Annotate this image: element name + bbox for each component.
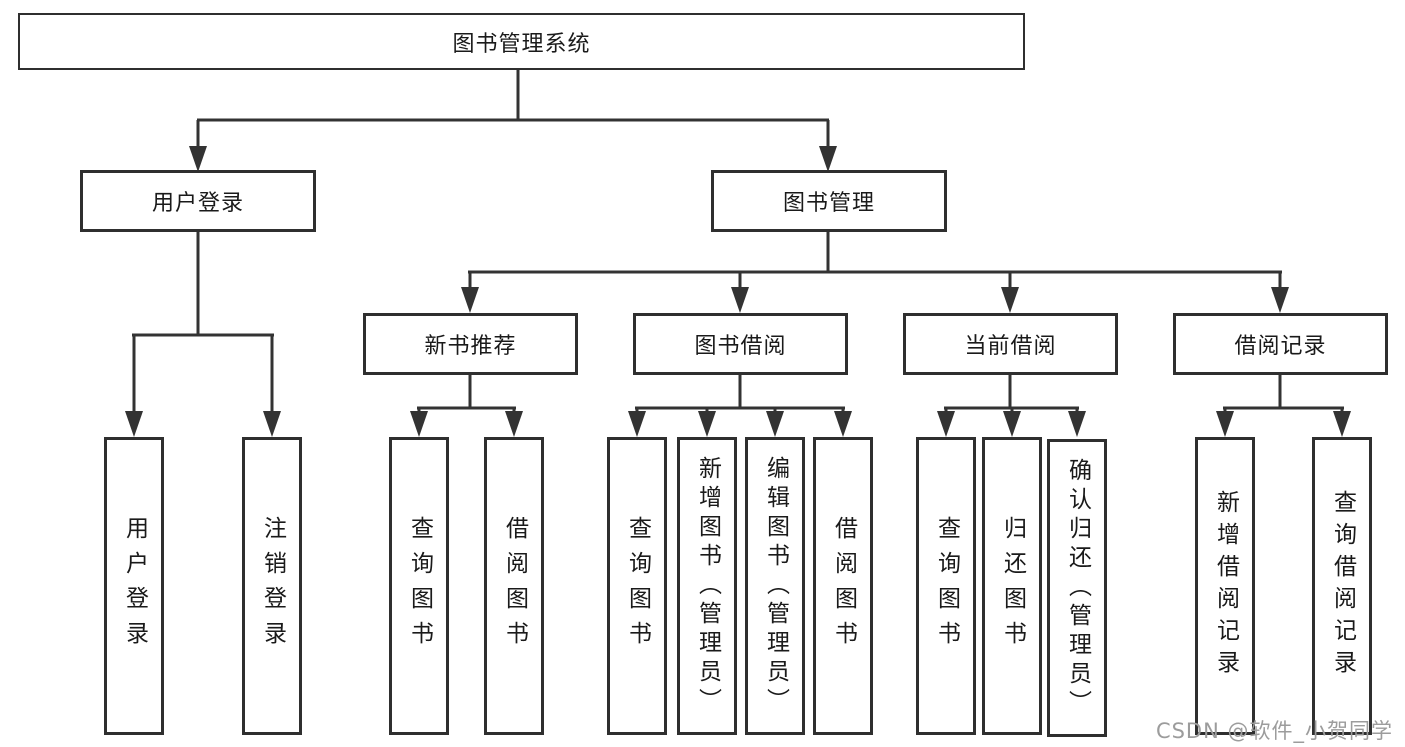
book-management-node-label: 图书管理 [782, 191, 875, 216]
query-books-leaf-2: 查询图书 [607, 437, 667, 735]
confirm-return-admin-leaf-label: 确认归还（管理员） [1064, 457, 1091, 719]
book-borrowing-node: 图书借阅 [633, 313, 848, 375]
query-borrow-record-leaf-label: 查询借阅记录 [1329, 490, 1356, 682]
system-title-node: 图书管理系统 [18, 13, 1025, 70]
edit-book-admin-leaf-label: 编辑图书（管理员） [762, 455, 789, 717]
system-title-label: 图书管理系统 [452, 31, 591, 57]
logout-leaf: 注销登录 [242, 437, 302, 735]
query-books-leaf-1-label: 查询图书 [406, 516, 433, 656]
new-book-recommendation-label: 新书推荐 [424, 334, 517, 359]
query-books-leaf-3: 查询图书 [916, 437, 976, 735]
book-borrowing-label: 图书借阅 [694, 334, 787, 359]
add-book-admin-leaf: 新增图书（管理员） [677, 437, 737, 735]
new-book-recommendation-node: 新书推荐 [363, 313, 578, 375]
csdn-watermark: CSDN @软件_小贺同学 [1155, 719, 1393, 743]
confirm-return-admin-leaf: 确认归还（管理员） [1047, 439, 1107, 737]
add-borrow-record-leaf: 新增借阅记录 [1195, 437, 1255, 735]
return-books-leaf: 归还图书 [982, 437, 1042, 735]
borrow-books-leaf-2: 借阅图书 [813, 437, 873, 735]
add-borrow-record-leaf-label: 新增借阅记录 [1212, 490, 1239, 682]
query-borrow-record-leaf: 查询借阅记录 [1312, 437, 1372, 735]
logout-leaf-label: 注销登录 [259, 516, 286, 656]
query-books-leaf-3-label: 查询图书 [933, 516, 960, 656]
borrowing-records-label: 借阅记录 [1234, 334, 1327, 359]
user-login-leaf-label: 用户登录 [121, 516, 148, 656]
edit-book-admin-leaf: 编辑图书（管理员） [745, 437, 805, 735]
borrow-books-leaf-1: 借阅图书 [484, 437, 544, 735]
current-borrowing-label: 当前借阅 [964, 334, 1057, 359]
user-login-leaf: 用户登录 [104, 437, 164, 735]
borrowing-records-node: 借阅记录 [1173, 313, 1388, 375]
user-login-node-label: 用户登录 [151, 191, 244, 216]
current-borrowing-node: 当前借阅 [903, 313, 1118, 375]
arrowheads [125, 146, 1351, 437]
add-book-admin-leaf-label: 新增图书（管理员） [694, 455, 721, 717]
book-management-node: 图书管理 [711, 170, 947, 232]
borrow-books-leaf-1-label: 借阅图书 [501, 516, 528, 656]
borrow-books-leaf-2-label: 借阅图书 [830, 516, 857, 656]
user-login-node: 用户登录 [80, 170, 316, 232]
return-books-leaf-label: 归还图书 [999, 516, 1026, 656]
query-books-leaf-2-label: 查询图书 [624, 516, 651, 656]
query-books-leaf-1: 查询图书 [389, 437, 449, 735]
